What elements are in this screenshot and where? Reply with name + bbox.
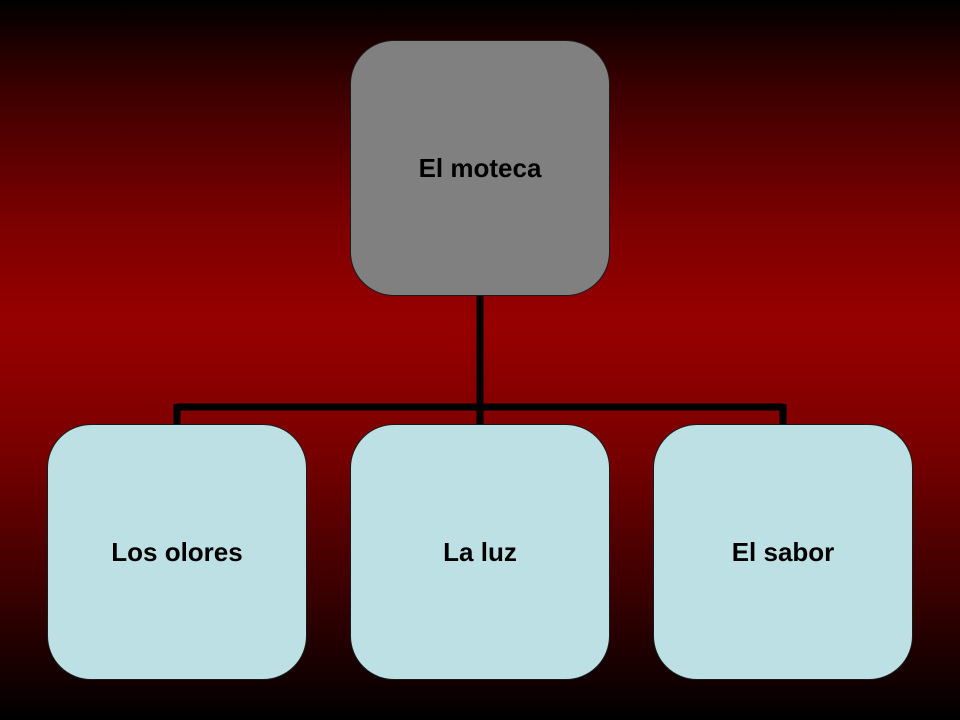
child-node-la-luz: La luz <box>350 424 610 680</box>
child-node-label: La luz <box>443 536 517 567</box>
child-node-el-sabor: El sabor <box>653 424 913 680</box>
child-node-los-olores: Los olores <box>47 424 307 680</box>
root-node: El moteca <box>350 40 610 296</box>
child-node-label: Los olores <box>111 536 243 567</box>
child-node-label: El sabor <box>731 536 835 567</box>
root-node-label: El moteca <box>418 152 542 183</box>
